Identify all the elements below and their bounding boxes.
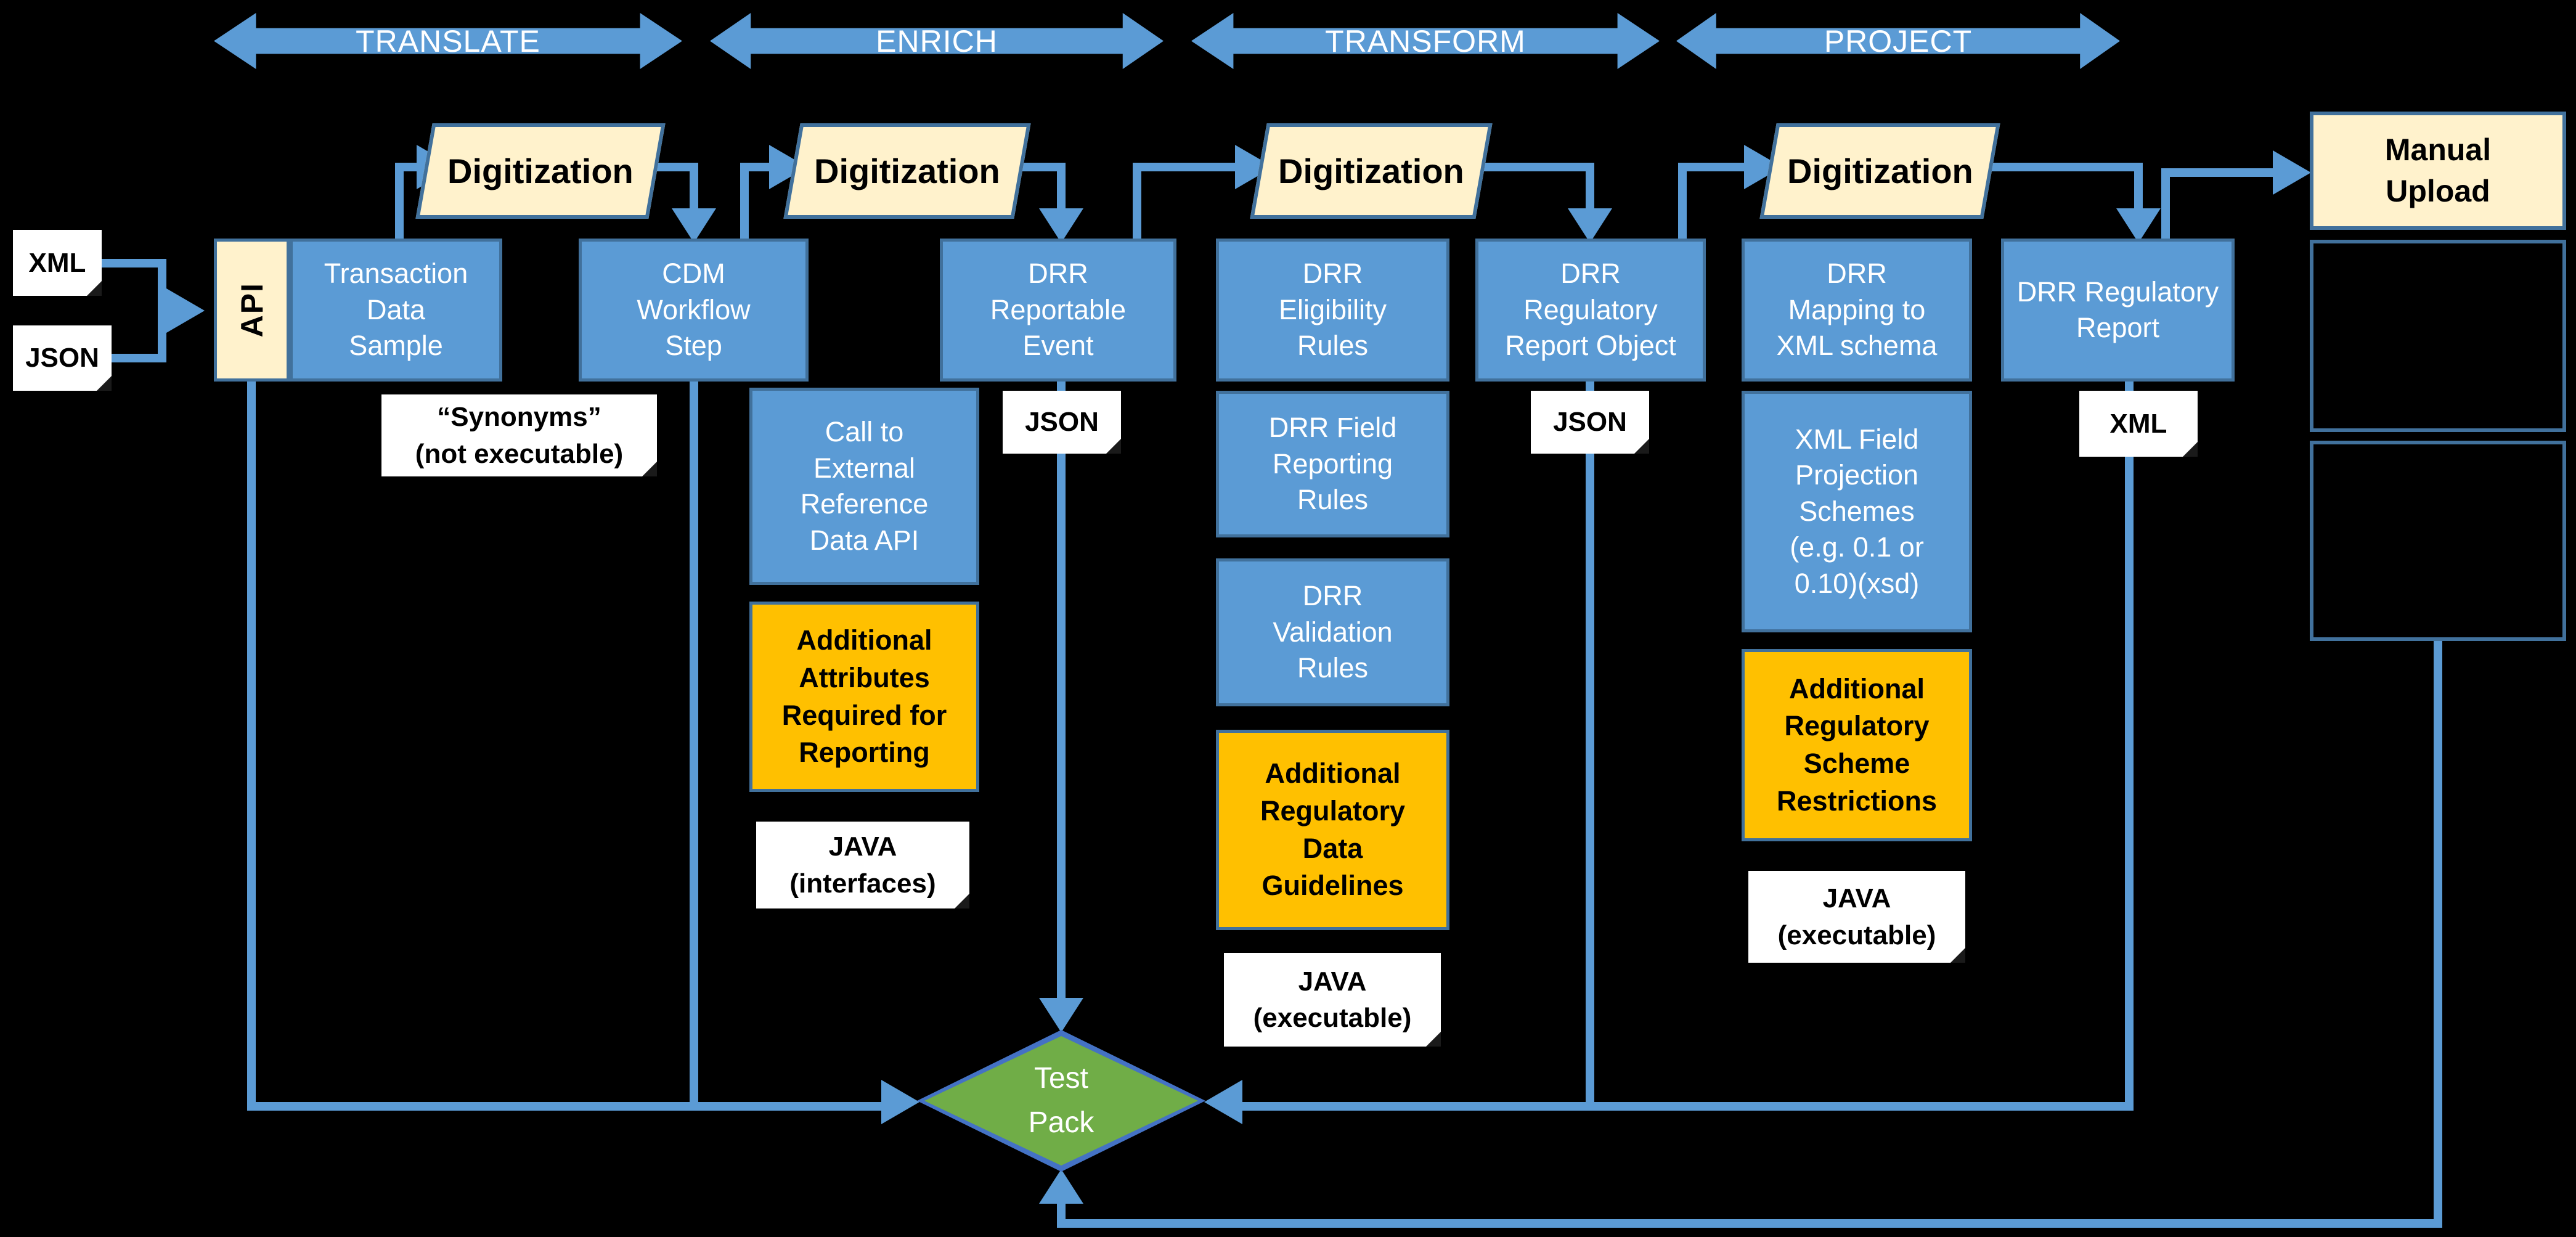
connector-line — [2434, 641, 2442, 1228]
digitization-label: Digitization — [814, 152, 1000, 190]
connector-line — [1586, 163, 1594, 211]
java-executable-transform-note: JAVA (executable) — [1224, 953, 1441, 1047]
digitization-parallelogram-enrich: Digitization — [783, 123, 1031, 219]
connector-line — [1057, 382, 1066, 1000]
stage-arrow-enrich: ENRICH — [710, 13, 1164, 69]
upload-slot-box-2 — [2310, 441, 2566, 641]
json-report-object-note: JSON — [1531, 391, 1649, 454]
connector-line — [2161, 168, 2281, 177]
connector-line — [2125, 382, 2134, 1111]
xml-regulatory-report-note: XML — [2079, 391, 2198, 457]
transaction-data-sample-box: Transaction Data Sample — [290, 239, 502, 382]
call-to-external-reference-data-api-box: Call to External Reference Data API — [749, 388, 979, 585]
connector-line — [657, 163, 698, 171]
cdm-workflow-step-box: CDM Workflow Step — [579, 239, 809, 382]
manual-upload-box: Manual Upload — [2310, 112, 2566, 230]
stage-label-project: PROJECT — [1824, 23, 1973, 59]
connector-line — [1133, 163, 1236, 171]
digitization-parallelogram-translate: Digitization — [415, 123, 666, 219]
connector-line — [1484, 163, 1594, 171]
upload-slot-box-1 — [2310, 240, 2566, 432]
arrowhead-into-report-object — [1568, 208, 1612, 243]
connector-line — [102, 259, 166, 267]
additional-attributes-box: Additional Attributes Required for Repor… — [749, 602, 979, 792]
drr-regulatory-report-object-box: DRR Regulatory Report Object — [1475, 239, 1706, 382]
drr-reportable-event-box: DRR Reportable Event — [940, 239, 1176, 382]
additional-regulatory-scheme-restrictions-box: Additional Regulatory Scheme Restriction… — [1742, 649, 1972, 841]
json-input-note: JSON — [13, 325, 112, 391]
connector-line — [1133, 163, 1141, 239]
test-pack-diamond: Test Pack — [917, 1030, 1205, 1172]
api-label: API — [234, 282, 269, 338]
connector-line — [1678, 163, 1746, 171]
java-executable-project-note: JAVA (executable) — [1748, 871, 1965, 963]
connector-line — [1057, 163, 1066, 211]
digitization-label: Digitization — [1278, 152, 1464, 190]
connector-line — [740, 163, 771, 171]
drr-eligibility-rules-box: DRR Eligibility Rules — [1216, 239, 1449, 382]
arrowhead-into-cdm — [672, 208, 716, 243]
xml-input-note: XML — [13, 230, 102, 296]
digitization-label: Digitization — [1787, 152, 1973, 190]
connector-line — [1022, 163, 1066, 171]
api-box: API — [214, 239, 290, 382]
test-pack-label: Test Pack — [924, 1036, 1198, 1166]
connector-line — [247, 382, 256, 1111]
synonyms-note: “Synonyms” (not executable) — [381, 394, 657, 476]
digitization-parallelogram-transform: Digitization — [1250, 123, 1493, 219]
connector-line — [247, 1102, 885, 1111]
stage-arrow-project: PROJECT — [1676, 13, 2120, 69]
stage-arrow-translate: TRANSLATE — [214, 13, 682, 69]
json-reportable-event-note: JSON — [1003, 391, 1121, 454]
stage-label-enrich: ENRICH — [876, 23, 998, 59]
connector-line — [690, 382, 698, 1111]
java-interfaces-note: JAVA (interfaces) — [756, 822, 969, 908]
connector-line — [2134, 163, 2143, 211]
connector-line — [1241, 1102, 2134, 1111]
connector-line — [2161, 168, 2170, 239]
connector-line — [1586, 382, 1594, 1111]
arrowhead-into-test-pack-top — [1039, 998, 1083, 1032]
xml-field-projection-schemes-box: XML Field Projection Schemes (e.g. 0.1 o… — [1742, 391, 1972, 632]
additional-regulatory-data-guidelines-box: Additional Regulatory Data Guidelines — [1216, 730, 1449, 930]
drr-field-reporting-rules-box: DRR Field Reporting Rules — [1216, 391, 1449, 537]
arrowhead-into-test-pack-bottom — [1039, 1169, 1083, 1204]
digitization-label: Digitization — [447, 152, 634, 190]
drr-validation-rules-box: DRR Validation Rules — [1216, 558, 1449, 706]
stage-arrow-transform: TRANSFORM — [1191, 13, 1660, 69]
connector-line — [395, 163, 404, 239]
connector-line — [1992, 163, 2143, 171]
connector-line — [1678, 163, 1687, 239]
digitization-parallelogram-project: Digitization — [1759, 123, 2000, 219]
drr-mapping-to-xml-schema-box: DRR Mapping to XML schema — [1742, 239, 1972, 382]
arrowhead-into-manual-upload — [2273, 150, 2311, 195]
connector-line — [1057, 1202, 1066, 1222]
arrowhead-into-test-pack-right — [1204, 1080, 1242, 1124]
connector-line — [1057, 1219, 2442, 1228]
stage-label-transform: TRANSFORM — [1325, 23, 1526, 59]
connector-line — [112, 354, 166, 362]
arrowhead-into-test-pack-left — [881, 1080, 919, 1124]
connector-line — [395, 163, 418, 171]
connector-line — [740, 163, 749, 239]
arrowhead-into-api — [166, 288, 205, 333]
connector-line — [158, 259, 166, 362]
stage-label-translate: TRANSLATE — [356, 23, 540, 59]
arrowhead-into-reportable-event — [1039, 208, 1083, 243]
drr-regulatory-report-box: DRR Regulatory Report — [2001, 239, 2235, 382]
arrowhead-into-regulatory-report — [2116, 208, 2161, 243]
connector-line — [690, 163, 698, 211]
